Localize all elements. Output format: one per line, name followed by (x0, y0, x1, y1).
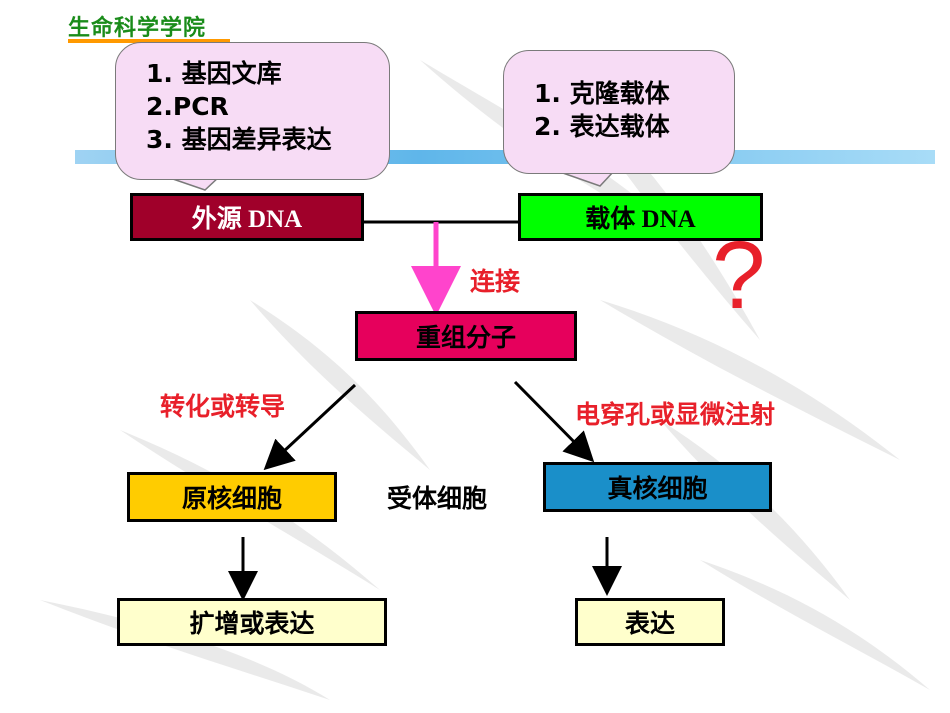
electro-label: 电穿孔或显微注射 (575, 400, 776, 429)
receptor-cell-label: 受体细胞 (387, 484, 488, 513)
bubble-item-2: 2. 表达载体 (534, 112, 670, 141)
foreign-dna-box: 外源 DNA (130, 193, 364, 241)
bubble-item-2: 2.PCR (146, 92, 229, 121)
ligation-label: 连接 (470, 267, 521, 296)
title-underline (68, 39, 230, 43)
left-bubble: 1. 基因文库 2.PCR 3. 基因差异表达 (115, 42, 390, 180)
college-title: 生命科学学院 (68, 16, 207, 41)
transform-label: 转化或转导 (160, 392, 286, 421)
amplify-express-box: 扩增或表达 (117, 598, 387, 646)
electro-arrow (513, 380, 595, 463)
vector-dna-box: 载体 DNA (518, 193, 763, 241)
bubble-item-1: 1. 基因文库 (146, 59, 282, 88)
right-bubble: 1. 克隆载体 2. 表达载体 (503, 50, 735, 174)
bubble-item-3: 3. 基因差异表达 (146, 125, 332, 154)
eukaryote-box: 真核细胞 (543, 462, 772, 512)
express-box: 表达 (575, 598, 725, 646)
question-mark-icon: ? (712, 222, 766, 329)
recombinant-box: 重组分子 (355, 311, 577, 361)
bubble-item-1: 1. 克隆载体 (534, 79, 670, 108)
transform-arrow (263, 383, 357, 471)
prokaryote-box: 原核细胞 (127, 472, 337, 522)
